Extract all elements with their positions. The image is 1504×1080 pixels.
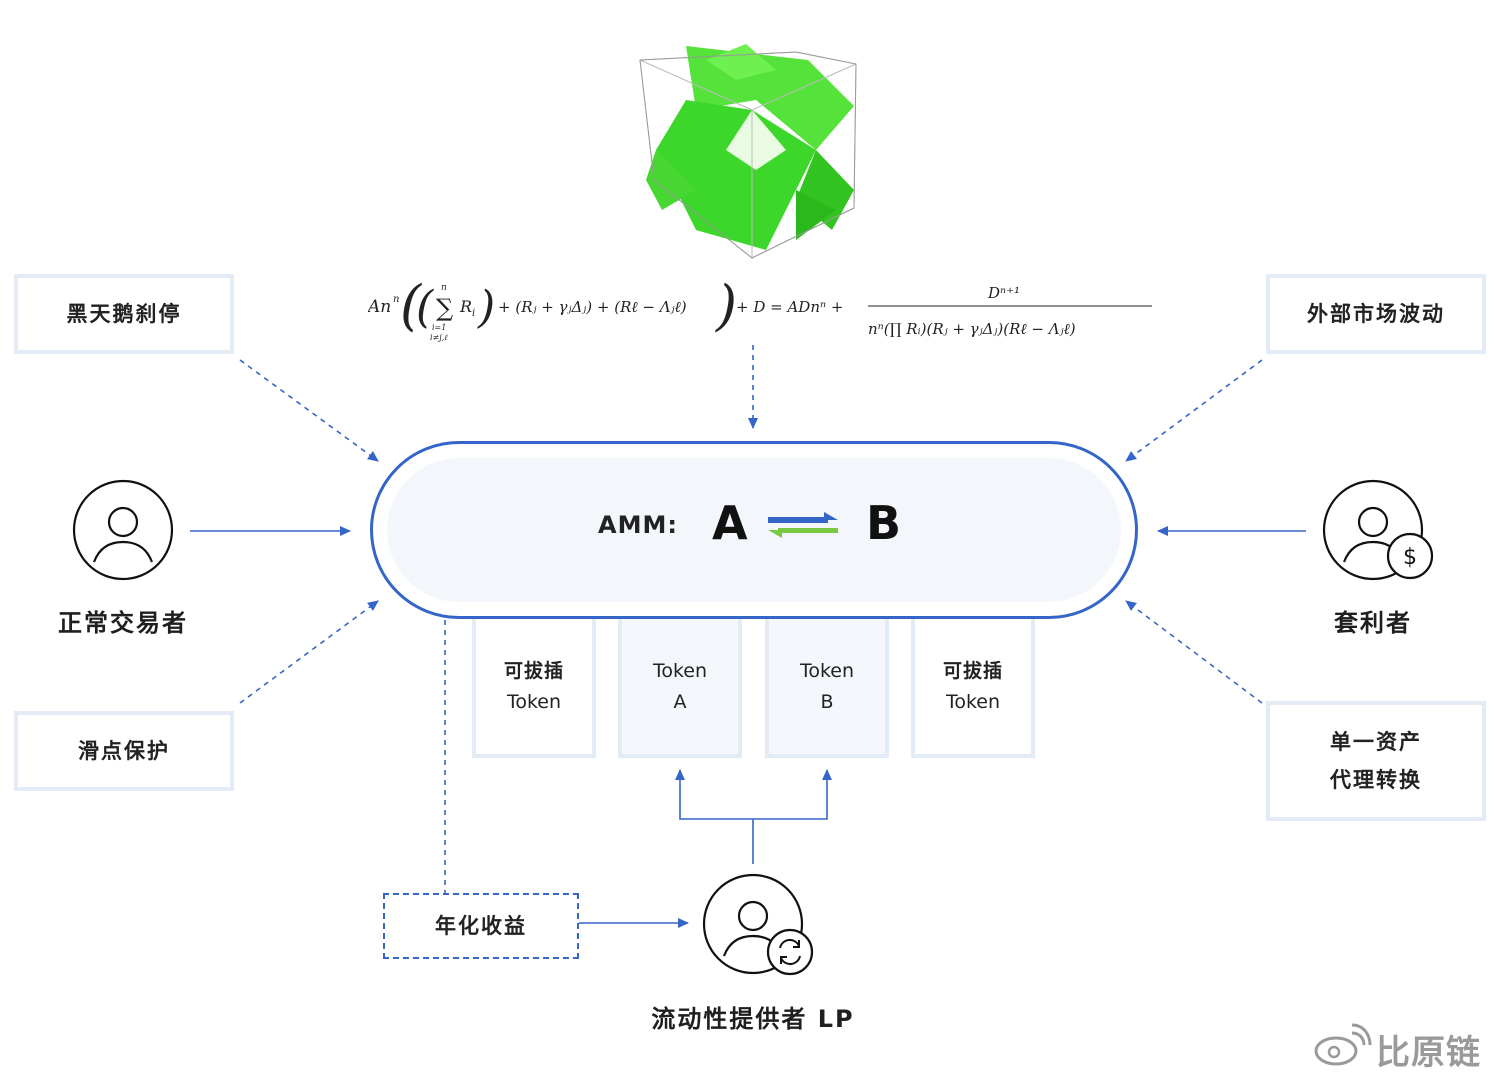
lp-label: 流动性提供者 LP xyxy=(651,1005,855,1033)
black-swan-label: 黑天鹅刹停 xyxy=(66,302,182,326)
svg-text:∑: ∑ xyxy=(436,294,453,322)
single-asset-arrow xyxy=(1125,600,1263,704)
svg-text:$: $ xyxy=(1403,545,1417,570)
swap-arrows-icon xyxy=(768,512,838,538)
svg-text:): ) xyxy=(715,274,737,337)
svg-text:n: n xyxy=(441,283,447,293)
lp-avatar-icon xyxy=(702,873,814,976)
svg-text:R: R xyxy=(459,297,472,316)
svg-text:Dⁿ⁺¹: Dⁿ⁺¹ xyxy=(987,284,1020,302)
slot-1-line1: 可拔插 xyxy=(503,659,564,682)
svg-text:An: An xyxy=(368,297,391,317)
slot-3-line1: Token xyxy=(799,659,855,682)
slot-1-line2: Token xyxy=(506,690,562,713)
token-b-letter: B xyxy=(866,496,902,550)
single-asset-line1: 单一资产 xyxy=(1330,730,1422,754)
black-swan-box: 黑天鹅刹停 xyxy=(14,274,234,354)
slot-2-line2: A xyxy=(673,690,687,713)
amm-label: AMM: xyxy=(598,511,678,539)
weibo-icon xyxy=(1314,1023,1372,1066)
token-b-slot: Token B xyxy=(765,619,889,758)
amm-pool xyxy=(370,441,1138,619)
svg-text:i: i xyxy=(472,308,475,319)
arbitrageur-avatar-icon: $ xyxy=(1322,479,1434,581)
svg-text:i=1: i=1 xyxy=(432,323,446,332)
formula-glyphs: An n ( ( ∑ n i=1 i≠j,ℓ R i ) + (Rⱼ + γⱼΔ… xyxy=(366,274,1152,342)
svg-text:+ (Rⱼ + γⱼΔⱼ) + (Rℓ − Λⱼℓ): + (Rⱼ + γⱼΔⱼ) + (Rℓ − Λⱼℓ) xyxy=(498,298,687,316)
market-volatility-box: 外部市场波动 xyxy=(1266,274,1486,354)
apy-label: 年化收益 xyxy=(435,914,527,938)
token-a-slot: Token A xyxy=(618,619,742,758)
apy-box: 年化收益 xyxy=(383,893,579,959)
slot-4-line2: Token xyxy=(945,690,1001,713)
svg-text:(: ( xyxy=(416,282,434,333)
svg-text:+ D = ADnⁿ +: + D = ADnⁿ + xyxy=(736,298,843,316)
svg-text:i≠j,ℓ: i≠j,ℓ xyxy=(430,333,448,342)
slot-4-line1: 可拔插 xyxy=(942,659,1003,682)
trader-avatar-icon xyxy=(72,479,174,581)
slippage-box: 滑点保护 xyxy=(14,711,234,791)
svg-text:nⁿ(∏ Rᵢ)(Rⱼ + γⱼΔⱼ)(Rℓ − Λⱼℓ): nⁿ(∏ Rᵢ)(Rⱼ + γⱼΔⱼ)(Rℓ − Λⱼℓ) xyxy=(868,320,1076,338)
cube-graphic xyxy=(639,44,857,259)
black-swan-arrow xyxy=(239,359,379,462)
pluggable-token-slot-left: 可拔插 Token xyxy=(472,619,596,758)
slippage-arrow xyxy=(239,600,379,704)
single-asset-line2: 代理转换 xyxy=(1330,768,1422,792)
svg-text:): ) xyxy=(477,282,495,333)
svg-text:n: n xyxy=(393,294,399,305)
trader-label: 正常交易者 xyxy=(58,609,188,637)
market-volatility-label: 外部市场波动 xyxy=(1307,302,1445,326)
single-asset-box: 单一资产 代理转换 xyxy=(1266,701,1486,821)
swap-invariant-formula: An n ( ( ∑ n i=1 i≠j,ℓ R i ) + (Rⱼ + γⱼΔ… xyxy=(366,272,1158,356)
token-a-letter: A xyxy=(712,496,748,550)
pluggable-token-slot-right: 可拔插 Token xyxy=(911,619,1035,758)
svg-text:(: ( xyxy=(400,274,423,337)
slot-2-line1: Token xyxy=(652,659,708,682)
market-volatility-arrow xyxy=(1125,359,1263,462)
weibo-logo xyxy=(1312,1023,1372,1071)
watermark-text: 比原链 xyxy=(1376,1033,1481,1073)
slippage-label: 滑点保护 xyxy=(78,739,170,763)
lp-branch-b xyxy=(753,769,832,820)
arbitrageur-label: 套利者 xyxy=(1334,609,1412,637)
lp-branch xyxy=(675,769,754,864)
slot-3-line2: B xyxy=(820,690,834,713)
